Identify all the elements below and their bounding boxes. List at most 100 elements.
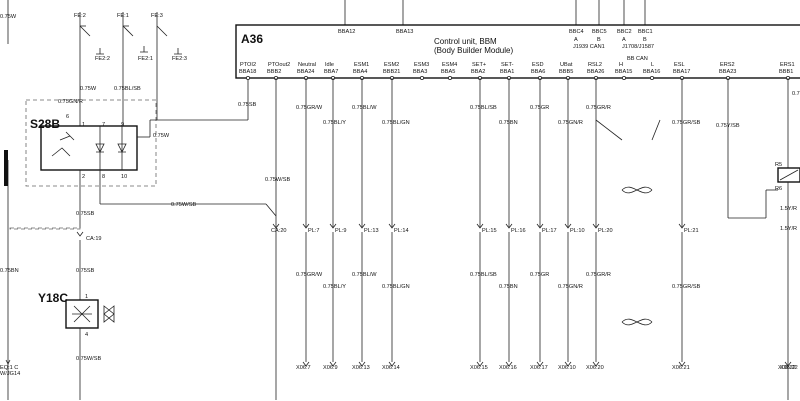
bba1-code-label: BBA1 bbox=[500, 69, 514, 75]
bba23-code-label: BBA23 bbox=[719, 69, 736, 75]
j1939-label: J1939 CAN1 bbox=[573, 44, 605, 50]
bba7-wire2-label: 0.75BL/Y bbox=[323, 284, 346, 290]
s28b-pin-6: 6 bbox=[66, 114, 69, 120]
fe1-sub-label: FE2:1 bbox=[138, 56, 153, 62]
bba6-plug-symbol bbox=[536, 223, 544, 229]
y18c-valve-icon bbox=[72, 305, 92, 323]
bba12-label: BBA12 bbox=[338, 29, 355, 35]
s28b-pin-2: 2 bbox=[82, 174, 85, 180]
s28b-w-label: 0.75W bbox=[80, 86, 97, 92]
ca19-connector-symbol bbox=[76, 231, 84, 237]
bba1-terminal-symbol bbox=[505, 361, 513, 367]
bba13-label: BBA13 bbox=[396, 29, 413, 35]
bba24-wire2-label: 0.75GR/W bbox=[296, 272, 323, 278]
bba3-pin-terminal bbox=[419, 76, 424, 81]
bba4-wire-label: 0.75BL/W bbox=[352, 105, 377, 111]
rsl2-diag-top bbox=[595, 119, 623, 141]
s28b-pin-10: 10 bbox=[121, 174, 127, 180]
bba18-name-label: PTOI2 bbox=[240, 62, 256, 68]
bba6-code-label: BBA6 bbox=[531, 69, 545, 75]
ca20-label: CA:20 bbox=[271, 228, 287, 234]
s28b-dashed-frame bbox=[25, 99, 157, 187]
fe2-label: FE:2 bbox=[74, 13, 86, 19]
bbb1-x06-label: X06:22 bbox=[778, 365, 796, 371]
bba2-wire-label: 0.75BL/SB bbox=[470, 105, 497, 111]
y18c-pin-4: 4 bbox=[85, 332, 88, 338]
bba3-name-label: ESM3 bbox=[414, 62, 429, 68]
bbb2-name-label: PTOout2 bbox=[268, 62, 290, 68]
bba24-plug-label: PL:7 bbox=[308, 228, 320, 234]
bba7-code-label: BBA7 bbox=[324, 69, 338, 75]
a36-control-unit-box bbox=[235, 24, 800, 79]
bba4-terminal-symbol bbox=[358, 361, 366, 367]
bbb5-code-label: BBB5 bbox=[559, 69, 573, 75]
fe3-sub-label: FE2:3 bbox=[172, 56, 187, 62]
y18c-pin-1: 1 bbox=[85, 294, 88, 300]
bba16-pin-terminal bbox=[650, 76, 655, 81]
left-ground-bar bbox=[4, 150, 8, 186]
bbcan-l-label: L bbox=[651, 62, 654, 68]
bba6-name-label: ESD bbox=[532, 62, 544, 68]
bba6-plug-label: PL:17 bbox=[542, 228, 557, 234]
y18c-valve-symbol-icon bbox=[103, 305, 115, 323]
bba18-code-label: BBA18 bbox=[239, 69, 256, 75]
twisted-pair-icon-2 bbox=[621, 318, 653, 326]
bba17-wire-label: 0.75GR/SB bbox=[672, 120, 701, 126]
fe3-switch-symbol bbox=[156, 25, 182, 55]
bba24-plug-symbol bbox=[302, 223, 310, 229]
bbcan-h-label: H bbox=[619, 62, 623, 68]
fe2-sub-label: FE2:2 bbox=[95, 56, 110, 62]
bba24-x06-label: X06:7 bbox=[296, 365, 311, 371]
bba2-plug-label: PL:15 bbox=[482, 228, 497, 234]
twisted-pair-icon-1 bbox=[621, 186, 653, 194]
bbb5-terminal-symbol bbox=[564, 361, 572, 367]
bba26-wire-label: 0.75GR/R bbox=[586, 105, 611, 111]
bba4-code-label: BBA4 bbox=[353, 69, 367, 75]
bba7-terminal-symbol bbox=[329, 361, 337, 367]
bbb21-terminal-symbol bbox=[388, 361, 396, 367]
left-wire-top-label: 0.75W bbox=[0, 14, 17, 20]
y18c-box bbox=[65, 299, 99, 329]
bba17-code-label: BBA17 bbox=[673, 69, 690, 75]
bba7-name-label: Idle bbox=[325, 62, 334, 68]
bbc4-label: BBC4 bbox=[569, 29, 584, 35]
s28b-switch-symbol bbox=[51, 131, 75, 157]
bba26-plug-label: PL:20 bbox=[598, 228, 613, 234]
bbb21-name-label: ESM2 bbox=[384, 62, 399, 68]
bba5-name-label: ESM4 bbox=[442, 62, 457, 68]
bbb5-name-label: UBat bbox=[560, 62, 573, 68]
relay-coil-box bbox=[777, 167, 800, 183]
bba6-wire2-label: 0.75GR bbox=[530, 272, 549, 278]
bba6-x06-label: X06:17 bbox=[530, 365, 548, 371]
bbb21-code-label: BBB21 bbox=[383, 69, 400, 75]
bba17-plug-label: PL:21 bbox=[684, 228, 699, 234]
bba26-wire2-label: 0.75GR/R bbox=[586, 272, 611, 278]
a36-title-1: Control unit, BBM bbox=[434, 37, 497, 46]
bba17-plug-symbol bbox=[678, 223, 686, 229]
s28b-bl-sb-label: 0.75BL/SB bbox=[114, 86, 141, 92]
bbb5-plug-label: PL:10 bbox=[570, 228, 585, 234]
left-connector-arrow bbox=[5, 359, 11, 365]
s28b-wsb-label: 0.75W/SB bbox=[171, 202, 196, 208]
bbb1-code-label: BBB1 bbox=[779, 69, 793, 75]
bba4-plug-label: PL:13 bbox=[364, 228, 379, 234]
s28b-label: S28B bbox=[30, 117, 60, 131]
bbb2-wire-label: 0.75W/SB bbox=[265, 177, 290, 183]
relay-pin-r5: R5 bbox=[775, 162, 782, 168]
bba17-x06-label: X06:21 bbox=[672, 365, 690, 371]
bba18-wire-label: 0.75SB bbox=[238, 102, 257, 108]
bba5-pin-terminal bbox=[447, 76, 452, 81]
bba1-plug-label: PL:16 bbox=[511, 228, 526, 234]
relay-wire-label-2: 1.5Y/R bbox=[780, 226, 797, 232]
fe3-label: FE:3 bbox=[151, 13, 163, 19]
s28b-box bbox=[40, 125, 138, 171]
bba23-name-label: ERS2 bbox=[720, 62, 735, 68]
can2-a-label: A bbox=[622, 37, 626, 43]
bba17-wire2-label: 0.75GR/SB bbox=[672, 284, 701, 290]
s28b-pin-1: 1 bbox=[82, 122, 85, 128]
bbb21-wire2-label: 0.75BL/GN bbox=[382, 284, 410, 290]
bbc1-label: BBC1 bbox=[638, 29, 653, 35]
fe1-switch-symbol bbox=[122, 25, 148, 53]
can2-b-label: B bbox=[643, 37, 647, 43]
bbb5-plug-symbol bbox=[564, 223, 572, 229]
